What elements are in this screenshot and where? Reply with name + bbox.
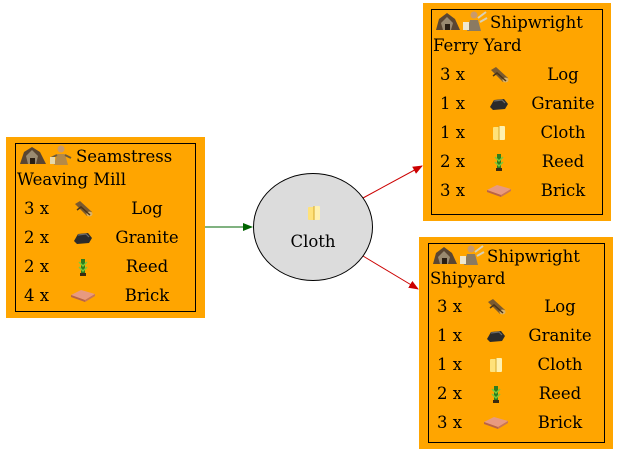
ferry-yard-title: Shipwright — [490, 13, 583, 32]
ware-name: Reed — [541, 152, 585, 171]
input-row: 1 x Cloth — [432, 118, 602, 147]
quantity: 4 x — [24, 286, 50, 305]
edge-cloth-to-shipyard — [362, 255, 419, 290]
ware-name: Cloth — [540, 123, 586, 142]
input-row: 1 x Granite — [429, 321, 604, 350]
granite-icon — [484, 94, 514, 114]
building-icon — [18, 144, 48, 170]
shipyard-title: Shipwright — [487, 247, 580, 266]
building-icon — [434, 10, 462, 36]
quantity: 1 x — [440, 94, 466, 113]
quantity: 1 x — [437, 326, 463, 345]
input-row: 4 x Brick — [16, 281, 195, 310]
quantity: 3 x — [440, 181, 466, 200]
ware-label: Cloth — [290, 232, 336, 251]
ferry-yard-subtitle: Ferry Yard — [433, 36, 522, 55]
ware-name: Granite — [115, 228, 179, 247]
quantity: 1 x — [440, 123, 466, 142]
quantity: 2 x — [24, 228, 50, 247]
brick-icon — [68, 286, 98, 306]
input-row: 2 x Reed — [16, 252, 195, 281]
quantity: 1 x — [437, 355, 463, 374]
ware-name: Log — [547, 65, 579, 84]
ware-name: Brick — [124, 286, 170, 305]
shipwright-ferry-yard-node: Shipwright Ferry Yard 3 x Log 1 x Granit… — [423, 3, 611, 221]
input-row: 3 x Log — [432, 60, 602, 89]
quantity: 2 x — [437, 384, 463, 403]
quantity: 2 x — [24, 257, 50, 276]
seamstress-title: Seamstress — [76, 147, 173, 166]
reed-icon — [68, 257, 98, 277]
quantity: 3 x — [440, 65, 466, 84]
input-row: 2 x Reed — [429, 379, 604, 408]
shipwright-shipyard-node: Shipwright Shipyard 3 x Log 1 x Granite … — [419, 237, 613, 449]
input-row: 2 x Reed — [432, 147, 602, 176]
building-icon — [431, 244, 459, 270]
input-row: 1 x Granite — [432, 89, 602, 118]
reed-icon — [481, 384, 511, 404]
ware-name: Log — [131, 199, 163, 218]
shipyard-header: Shipwright — [431, 244, 602, 270]
edge-cloth-to-ferry-yard — [362, 165, 423, 199]
ware-name: Cloth — [537, 355, 583, 374]
ware-name: Reed — [125, 257, 169, 276]
cloth-icon — [306, 204, 322, 222]
ware-name: Granite — [531, 94, 595, 113]
worker-icon — [462, 10, 488, 36]
quantity: 2 x — [440, 152, 466, 171]
granite-icon — [481, 326, 511, 346]
shipyard-subtitle: Shipyard — [430, 269, 506, 288]
ware-name: Reed — [538, 384, 582, 403]
seamstress-subtitle: Weaving Mill — [17, 170, 126, 189]
brick-icon — [481, 413, 511, 433]
ware-name: Brick — [540, 181, 586, 200]
log-icon — [484, 65, 514, 85]
seamstress-header: Seamstress — [18, 144, 193, 170]
granite-icon — [68, 228, 98, 248]
cloth-ware-node: Cloth — [253, 173, 373, 281]
input-row: 3 x Log — [429, 292, 604, 321]
ware-name: Brick — [537, 413, 583, 432]
worker-icon — [459, 244, 485, 270]
input-row: 3 x Brick — [429, 408, 604, 437]
worker-icon — [48, 144, 74, 170]
input-row: 3 x Log — [16, 194, 195, 223]
input-row: 3 x Brick — [432, 176, 602, 205]
input-row: 1 x Cloth — [429, 350, 604, 379]
ferry-yard-header: Shipwright — [434, 10, 600, 36]
seamstress-node: Seamstress Weaving Mill 3 x Log 2 x Gran… — [6, 137, 205, 318]
brick-icon — [484, 181, 514, 201]
log-icon — [481, 297, 511, 317]
ware-name: Log — [544, 297, 576, 316]
ware-name: Granite — [528, 326, 592, 345]
reed-icon — [484, 152, 514, 172]
input-row: 2 x Granite — [16, 223, 195, 252]
quantity: 3 x — [437, 297, 463, 316]
quantity: 3 x — [437, 413, 463, 432]
cloth-icon — [481, 355, 511, 375]
log-icon — [68, 199, 98, 219]
cloth-icon — [484, 123, 514, 143]
quantity: 3 x — [24, 199, 50, 218]
